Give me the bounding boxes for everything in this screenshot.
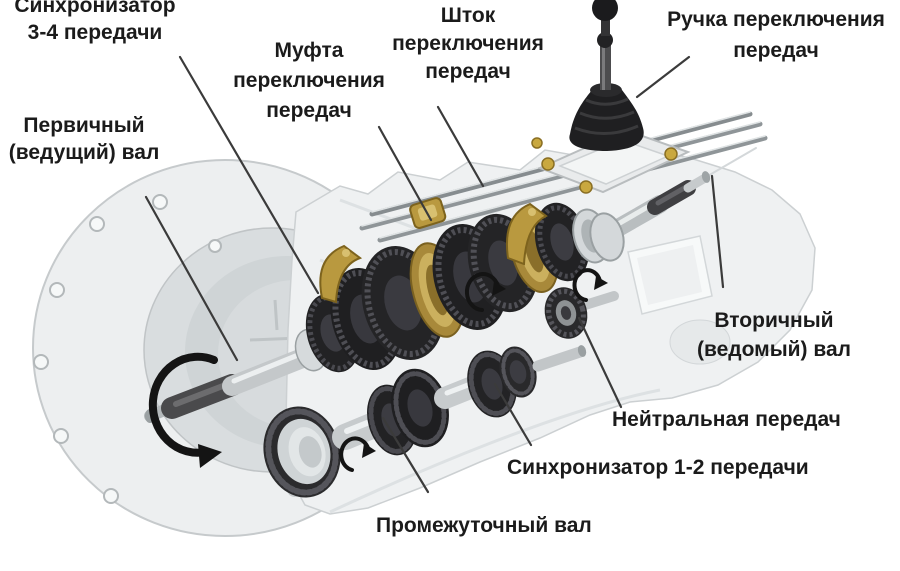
label-line: Нейтральная передач bbox=[612, 408, 841, 431]
label-line: Вторичный bbox=[714, 309, 834, 332]
main-gear-cluster bbox=[305, 202, 610, 373]
leader-line-vtorichny bbox=[710, 174, 725, 289]
leader-line-mufta bbox=[377, 125, 433, 222]
label-line: передач bbox=[733, 39, 819, 62]
leader-line-shtok bbox=[436, 105, 485, 188]
shift-fork-34 bbox=[319, 244, 363, 304]
label-line: 3-4 передачи bbox=[27, 21, 163, 44]
shift-lever bbox=[531, 0, 691, 194]
intermediate-shaft bbox=[263, 345, 587, 498]
label-line: передач bbox=[425, 60, 511, 83]
label-shift-coupling: Муфта переключения передач bbox=[233, 36, 385, 126]
leader-line-ruchka bbox=[635, 55, 691, 99]
label-synchronizer-1-2: Синхронизатор 1-2 передачи bbox=[507, 454, 809, 481]
label-line: Первичный bbox=[23, 114, 145, 137]
label-line: (ведомый) вал bbox=[696, 338, 852, 361]
label-line: (ведущий) вал bbox=[8, 141, 160, 164]
label-intermediate-shaft: Промежуточный вал bbox=[376, 512, 592, 539]
leader-line-synchro34 bbox=[178, 55, 320, 295]
rotation-arrows-small bbox=[339, 268, 608, 472]
output-shaft bbox=[589, 147, 757, 262]
label-line: Ручка переключения bbox=[667, 8, 885, 31]
label-shift-handle: Ручка переключения передач bbox=[652, 4, 900, 66]
leader-line-neutral bbox=[577, 316, 623, 409]
rotation-arrow-input bbox=[148, 352, 222, 468]
label-line: Шток bbox=[440, 4, 496, 27]
flange-bolt-holes bbox=[33, 194, 350, 504]
neutral-gear bbox=[544, 287, 619, 339]
leader-lines bbox=[144, 55, 725, 494]
label-line: передач bbox=[266, 99, 352, 122]
label-line: Промежуточный вал bbox=[376, 514, 592, 537]
label-secondary-shaft: Вторичный (ведомый) вал bbox=[688, 306, 860, 364]
label-neutral-gear: Нейтральная передач bbox=[612, 406, 841, 433]
leader-line-synchro12 bbox=[493, 382, 533, 447]
label-line: переключения bbox=[233, 69, 385, 92]
label-line: Синхронизатор 1-2 передачи bbox=[507, 456, 809, 479]
leader-line-promezhutochny bbox=[381, 416, 430, 494]
label-synchronizer-3-4: Синхронизатор 3-4 передачи bbox=[2, 0, 188, 46]
label-line: переключения bbox=[392, 32, 544, 55]
label-line: Синхронизатор bbox=[14, 0, 176, 17]
shift-fork-12 bbox=[506, 202, 548, 266]
label-line: Муфта bbox=[274, 39, 344, 62]
label-shift-rod: Шток переключения передач bbox=[382, 2, 554, 86]
label-primary-shaft: Первичный (ведущий) вал bbox=[0, 112, 168, 166]
leader-line-pervichny bbox=[144, 195, 239, 362]
